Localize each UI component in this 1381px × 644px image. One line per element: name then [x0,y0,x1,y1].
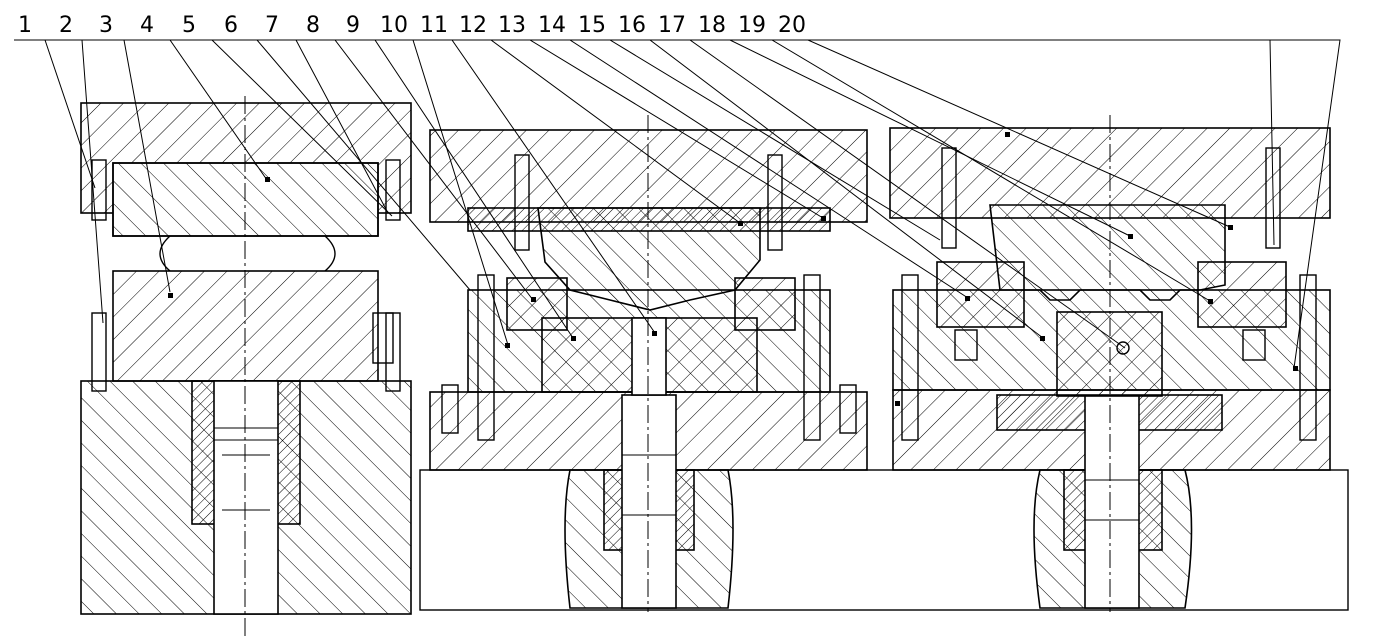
part-number-2: 2 [59,13,73,38]
part-number-9: 9 [346,13,360,38]
middle-view [419,115,1349,612]
part-number-20: 20 [778,13,806,38]
part-number-4: 4 [140,13,154,38]
part-number-5: 5 [182,13,196,38]
part-number-13: 13 [498,13,526,38]
part-number-7: 7 [265,13,279,38]
part-number-19: 19 [738,13,766,38]
part-number-12: 12 [459,13,487,38]
dowel-markers [168,177,270,298]
part-number-3: 3 [99,13,113,38]
right-view [889,115,1331,612]
part-number-15: 15 [578,13,606,38]
part-number-11: 11 [420,13,448,38]
dowel-markers [895,132,1298,406]
part-number-14: 14 [538,13,566,38]
callouts: 1 2 3 4 5 6 7 8 9 10 11 12 13 14 15 16 1… [14,13,1341,369]
dowel-markers [505,216,826,348]
part-number-10: 10 [380,13,408,38]
part-number-1: 1 [18,13,32,38]
left-view [80,96,412,636]
part-number-8: 8 [306,13,320,38]
part-number-17: 17 [658,13,686,38]
part-number-6: 6 [224,13,238,38]
part-number-16: 16 [618,13,646,38]
part-number-18: 18 [698,13,726,38]
